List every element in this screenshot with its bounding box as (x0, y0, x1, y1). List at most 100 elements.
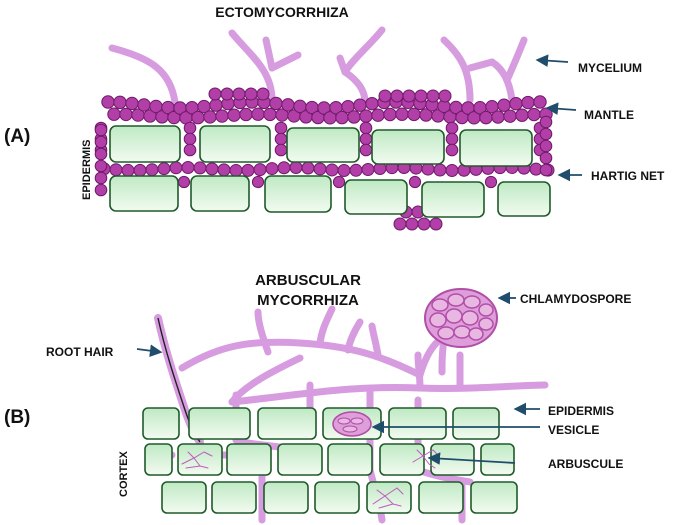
arbuscule (181, 451, 213, 469)
spore-cell (463, 295, 481, 309)
mantle-bead (539, 127, 553, 141)
mantle-bead (390, 89, 404, 103)
root-hair-arrow (136, 344, 163, 357)
mantle-bead (408, 175, 422, 189)
epidermis-cell (199, 125, 271, 163)
arbuscule (372, 487, 404, 509)
mantle-bead (533, 95, 547, 109)
mantle-bead (145, 163, 159, 177)
mantle-bead (94, 147, 108, 161)
mantle-bead (539, 139, 553, 153)
mantle-bead (193, 161, 207, 175)
mantle-bead (433, 163, 447, 177)
spore-cell (453, 325, 471, 339)
chlamydospore-label: CHLAMYDOSPORE (520, 292, 631, 306)
mantle-bead (157, 162, 171, 176)
chlamydospore (424, 288, 498, 376)
mantle-bead (407, 107, 421, 122)
spore-cell (429, 312, 447, 328)
mycelium-arrow (535, 54, 569, 67)
epidermis-cell (109, 125, 181, 163)
panel-b-title-line2: MYCORRHIZA (257, 292, 359, 309)
mantle-bead (191, 110, 205, 125)
mantle-bead (365, 96, 379, 111)
mantle-bead (414, 89, 428, 103)
mantle-bead (301, 161, 315, 175)
mantle-bead (445, 163, 459, 177)
mantle-bead (359, 132, 373, 146)
mantle-bead (239, 107, 253, 122)
spore-cell (478, 303, 494, 317)
panel-b-side-label: CORTEX (118, 451, 130, 498)
spore-cell (461, 310, 479, 326)
mantle-bead (313, 162, 327, 176)
spore-cell (445, 308, 463, 324)
mycelium-label: MYCELIUM (578, 61, 642, 75)
mantle-bead (378, 89, 392, 103)
mantle-bead (332, 175, 346, 189)
vesicle-label: VESICLE (548, 423, 599, 437)
mantle-bead (527, 107, 541, 122)
b-cortex-cell (226, 443, 272, 476)
panel-a-side-label: EPIDERMIS (81, 139, 93, 200)
mantle-bead (402, 89, 416, 103)
mantle-bead (125, 96, 139, 111)
b-cortex-cell (366, 481, 412, 514)
mantle-bead (539, 115, 553, 129)
mantle-bead (503, 109, 517, 123)
mantle-bead (263, 107, 277, 122)
mantle-bead (353, 98, 367, 112)
mantle-bead (361, 163, 375, 177)
cortex-cell (109, 175, 179, 212)
b-cortex-cells-row3 (161, 481, 518, 514)
mantle-bead (445, 143, 459, 157)
mantle-bead (107, 107, 121, 121)
mantle-bead (277, 161, 291, 175)
epidermis-label: EPIDERMIS (548, 404, 614, 418)
mantle-bead (94, 135, 108, 149)
mantle-bead (244, 87, 258, 101)
mantle-bead (281, 98, 295, 112)
mantle-bead (203, 110, 217, 124)
mantle-bead (539, 163, 553, 177)
cortex-cell (264, 175, 332, 213)
mantle-bead (205, 162, 219, 176)
mantle-bead (371, 108, 385, 122)
panel-b-arrows (136, 291, 540, 465)
mantle-bead (383, 107, 397, 122)
hartig-net-label: HARTIG NET (591, 169, 665, 183)
mantle-bead (256, 87, 270, 101)
b-cortex-cell (277, 443, 323, 476)
mantle-bead (445, 121, 459, 135)
b-epidermis-cell (188, 407, 251, 440)
mantle-bead (274, 121, 288, 135)
mantle-bead (509, 97, 523, 111)
mantle-label: MANTLE (584, 108, 634, 122)
cortex-cell (344, 179, 408, 215)
mantle-bead (183, 132, 197, 146)
spore-cell (478, 317, 494, 331)
epidermis-cell (371, 129, 445, 165)
mantle-bead (253, 163, 267, 177)
mantle-bead (438, 89, 452, 103)
mantle-bead (94, 123, 108, 137)
mantle-bead (325, 163, 339, 177)
mantle-bead (121, 163, 135, 177)
mantle-bead (241, 163, 255, 177)
root-hair-label: ROOT HAIR (46, 345, 114, 359)
b-cortex-cell (144, 443, 173, 476)
b-epidermis-cells (142, 407, 500, 440)
mantle-bead (426, 89, 440, 103)
mantle-bead (395, 107, 409, 121)
panel-a-title: ECTOMYCORRHIZA (215, 4, 349, 20)
mantle-bead (109, 163, 123, 177)
mantle-bead (251, 175, 265, 189)
mantle-bead (491, 110, 505, 124)
b-cortex-cell (379, 443, 425, 476)
epidermis-cells-row1 (109, 125, 533, 167)
b-cortex-cell (314, 481, 360, 514)
mantle-bead (251, 107, 265, 121)
mantle-bead (347, 110, 361, 124)
mantle-bead (429, 217, 443, 231)
